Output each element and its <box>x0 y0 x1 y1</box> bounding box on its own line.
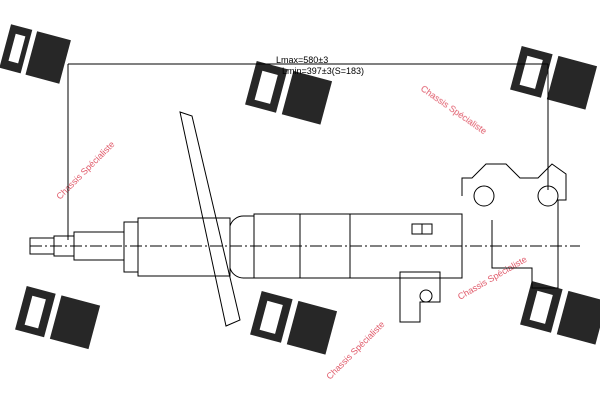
dj-logo <box>245 61 333 125</box>
dimension-max-label: Lmax=580±3 <box>276 55 329 65</box>
main-tube <box>253 213 463 279</box>
knuckle-bracket <box>461 163 567 289</box>
dj-logo <box>250 291 338 355</box>
svg-text:Chassis Spécialiste: Chassis Spécialiste <box>419 83 489 136</box>
brake-hose-bracket <box>399 271 441 323</box>
shock-absorber <box>29 63 580 327</box>
svg-text:Chassis Spécialiste: Chassis Spécialiste <box>54 139 116 201</box>
upper-tube <box>137 217 231 277</box>
dj-logo <box>510 46 598 110</box>
dj-logo <box>15 286 101 350</box>
svg-text:Chassis Spécialiste: Chassis Spécialiste <box>324 319 386 381</box>
dimension-min-label: Lmin=397±3(S=183) <box>282 66 364 76</box>
dj-logo <box>0 24 71 84</box>
dj-logo <box>520 281 600 345</box>
spring-seat <box>179 111 241 327</box>
